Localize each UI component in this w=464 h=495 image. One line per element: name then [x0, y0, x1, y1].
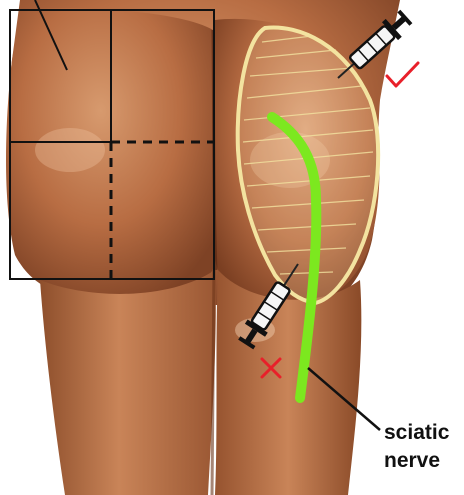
highlight-left	[35, 128, 105, 172]
check-mark-icon	[387, 63, 418, 86]
left-thigh	[40, 270, 216, 495]
sciatic-label-line1: sciatic	[384, 420, 449, 446]
right-thigh	[215, 270, 361, 495]
sciatic-label-line2: nerve	[384, 448, 440, 474]
thigh-gap	[212, 270, 214, 495]
